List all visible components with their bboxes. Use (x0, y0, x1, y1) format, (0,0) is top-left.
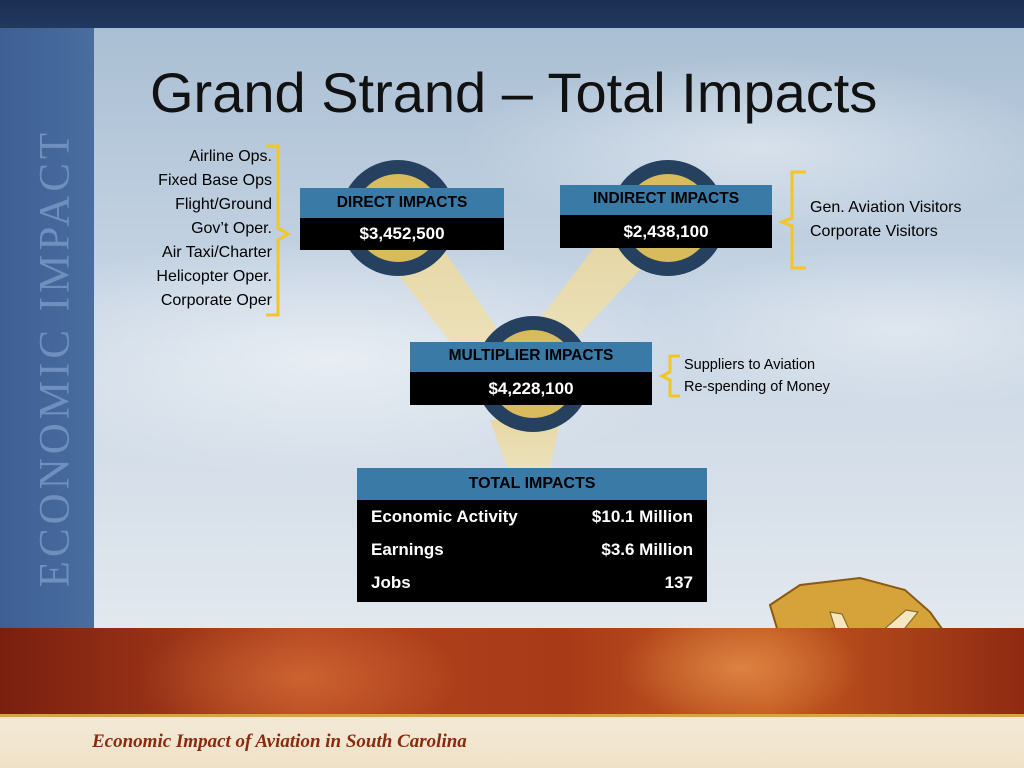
indirect-impacts-value: $2,438,100 (560, 215, 772, 248)
multiplier-bracket (658, 354, 680, 398)
list-item: Corporate Oper (160, 292, 272, 309)
sidebar: ECONOMIC IMPACT (0, 28, 94, 628)
direct-impacts-box: DIRECT IMPACTS $3,452,500 (300, 188, 504, 250)
footer-band (0, 717, 1024, 768)
row-value: $10.1 Million (591, 507, 693, 526)
table-row: Jobs 137 (357, 566, 707, 599)
row-value: 137 (664, 573, 693, 592)
list-item: Corporate Visitors (810, 223, 938, 240)
multiplier-impacts-label: MULTIPLIER IMPACTS (410, 342, 652, 372)
list-item: Gen. Aviation Visitors (810, 199, 962, 216)
direct-sources-list: Airline Ops. Fixed Base Ops Flight/Groun… (156, 145, 272, 313)
list-item: Flight/Ground (175, 196, 272, 213)
multiplier-sources-list: Suppliers to Aviation Re-spending of Mon… (684, 354, 830, 398)
right-bracket (777, 170, 806, 270)
page-title: Grand Strand – Total Impacts (150, 61, 878, 124)
multiplier-impacts-value: $4,228,100 (410, 372, 652, 405)
footer-divider (0, 714, 1024, 717)
currency-image-strip (0, 628, 1024, 714)
left-bracket (266, 144, 291, 317)
row-label: Economic Activity (371, 507, 518, 526)
list-item: Helicopter Oper. (156, 268, 272, 285)
row-label: Earnings (371, 540, 444, 559)
list-item: Air Taxi/Charter (162, 244, 272, 261)
total-impacts-box: TOTAL IMPACTS Economic Activity $10.1 Mi… (357, 468, 707, 602)
table-row: Economic Activity $10.1 Million (357, 500, 707, 533)
footer-area (0, 628, 1024, 768)
row-value: $3.6 Million (601, 540, 693, 559)
direct-impacts-value: $3,452,500 (300, 218, 504, 250)
row-label: Jobs (371, 573, 411, 592)
total-impacts-label: TOTAL IMPACTS (357, 468, 707, 500)
multiplier-beam (490, 420, 560, 470)
list-item: Gov’t Oper. (191, 220, 272, 237)
multiplier-impacts-box: MULTIPLIER IMPACTS $4,228,100 (410, 342, 652, 405)
list-item: Suppliers to Aviation (684, 357, 816, 373)
indirect-sources-list: Gen. Aviation Visitors Corporate Visitor… (810, 196, 962, 244)
indirect-impacts-box: INDIRECT IMPACTS $2,438,100 (560, 185, 772, 248)
list-item: Airline Ops. (189, 148, 272, 165)
top-band (0, 0, 1024, 28)
list-item: Re-spending of Money (684, 379, 830, 395)
footer-text: Economic Impact of Aviation in South Car… (92, 731, 467, 752)
indirect-impacts-label: INDIRECT IMPACTS (560, 185, 772, 215)
list-item: Fixed Base Ops (158, 172, 272, 189)
table-row: Earnings $3.6 Million (357, 533, 707, 566)
direct-impacts-label: DIRECT IMPACTS (300, 188, 504, 218)
